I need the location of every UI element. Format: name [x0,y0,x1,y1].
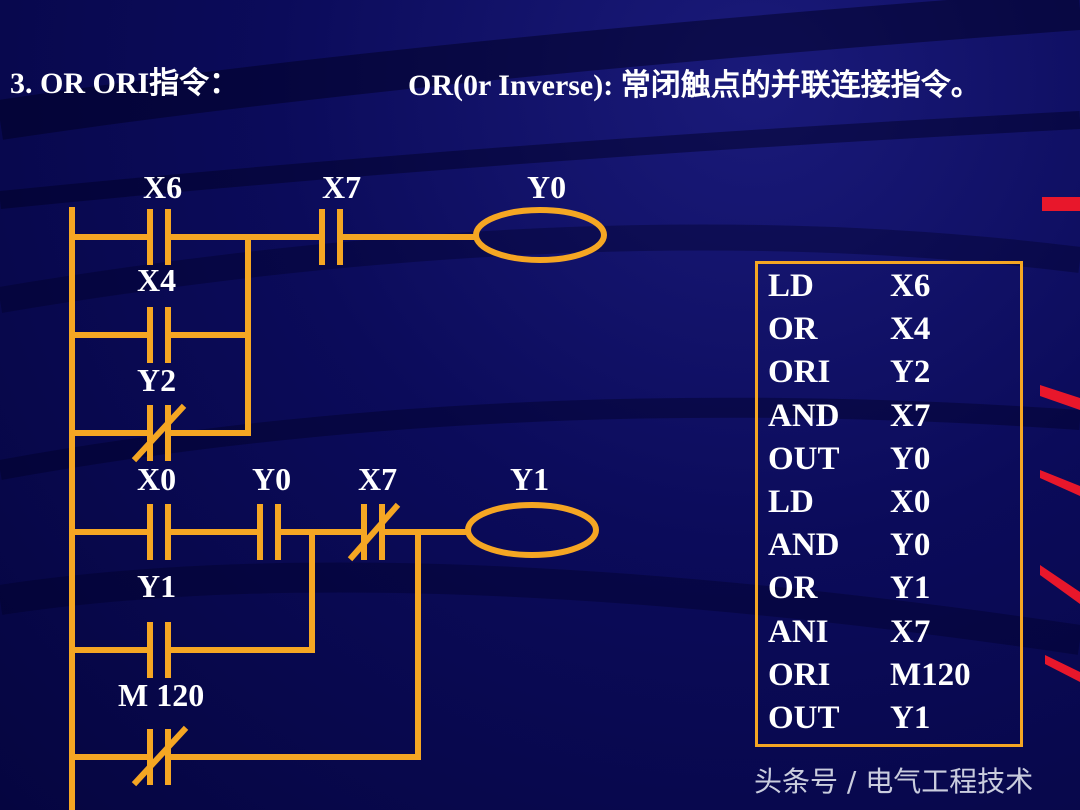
label-y0-contact: Y0 [252,461,291,497]
instruction-operand: Y1 [890,570,931,607]
instruction-op: OUT [768,440,840,477]
label-m120: M 120 [118,677,204,713]
instruction-operand: X7 [890,397,931,434]
instruction-op: ORI [768,354,831,391]
label-x0: X0 [137,461,176,497]
label-y1-contact: Y1 [137,568,176,604]
coil-y1 [465,502,599,558]
instruction-op: AND [768,397,840,434]
instruction-op: ANI [768,613,829,650]
instruction-operand: Y2 [890,354,931,391]
label-x4: X4 [137,262,176,298]
label-y1-coil: Y1 [510,461,549,497]
label-x7-top: X7 [322,169,361,205]
instruction-operand: X7 [890,613,931,650]
instruction-operand: Y0 [890,527,931,564]
instruction-op: ORI [768,656,831,693]
label-y2: Y2 [137,362,176,398]
coil-y0 [473,207,607,263]
instruction-op: LD [768,484,814,520]
slide-subheading: OR(0r Inverse): 常闭触点的并联连接指令。 [408,69,981,102]
label-x7-mid: X7 [358,461,397,497]
instruction-op: AND [768,527,840,564]
instruction-op: OR [768,311,818,348]
instruction-operand: X6 [890,268,931,304]
instruction-operand: X0 [890,484,931,520]
instruction-list-box [755,261,1023,747]
instruction-operand: X4 [890,311,931,348]
red-accent-mark [1042,197,1080,211]
label-x6: X6 [143,169,182,205]
slide-heading: 3. OR ORI指令： [10,67,240,100]
instruction-op: LD [768,268,814,304]
instruction-op: OR [768,570,818,607]
watermark: 头条号 / 电气工程技术 [754,765,1034,798]
instruction-operand: Y1 [890,700,931,736]
label-y0-coil: Y0 [527,169,566,205]
instruction-operand: M120 [890,656,971,693]
instruction-operand: Y0 [890,440,931,477]
instruction-op: OUT [768,700,840,736]
